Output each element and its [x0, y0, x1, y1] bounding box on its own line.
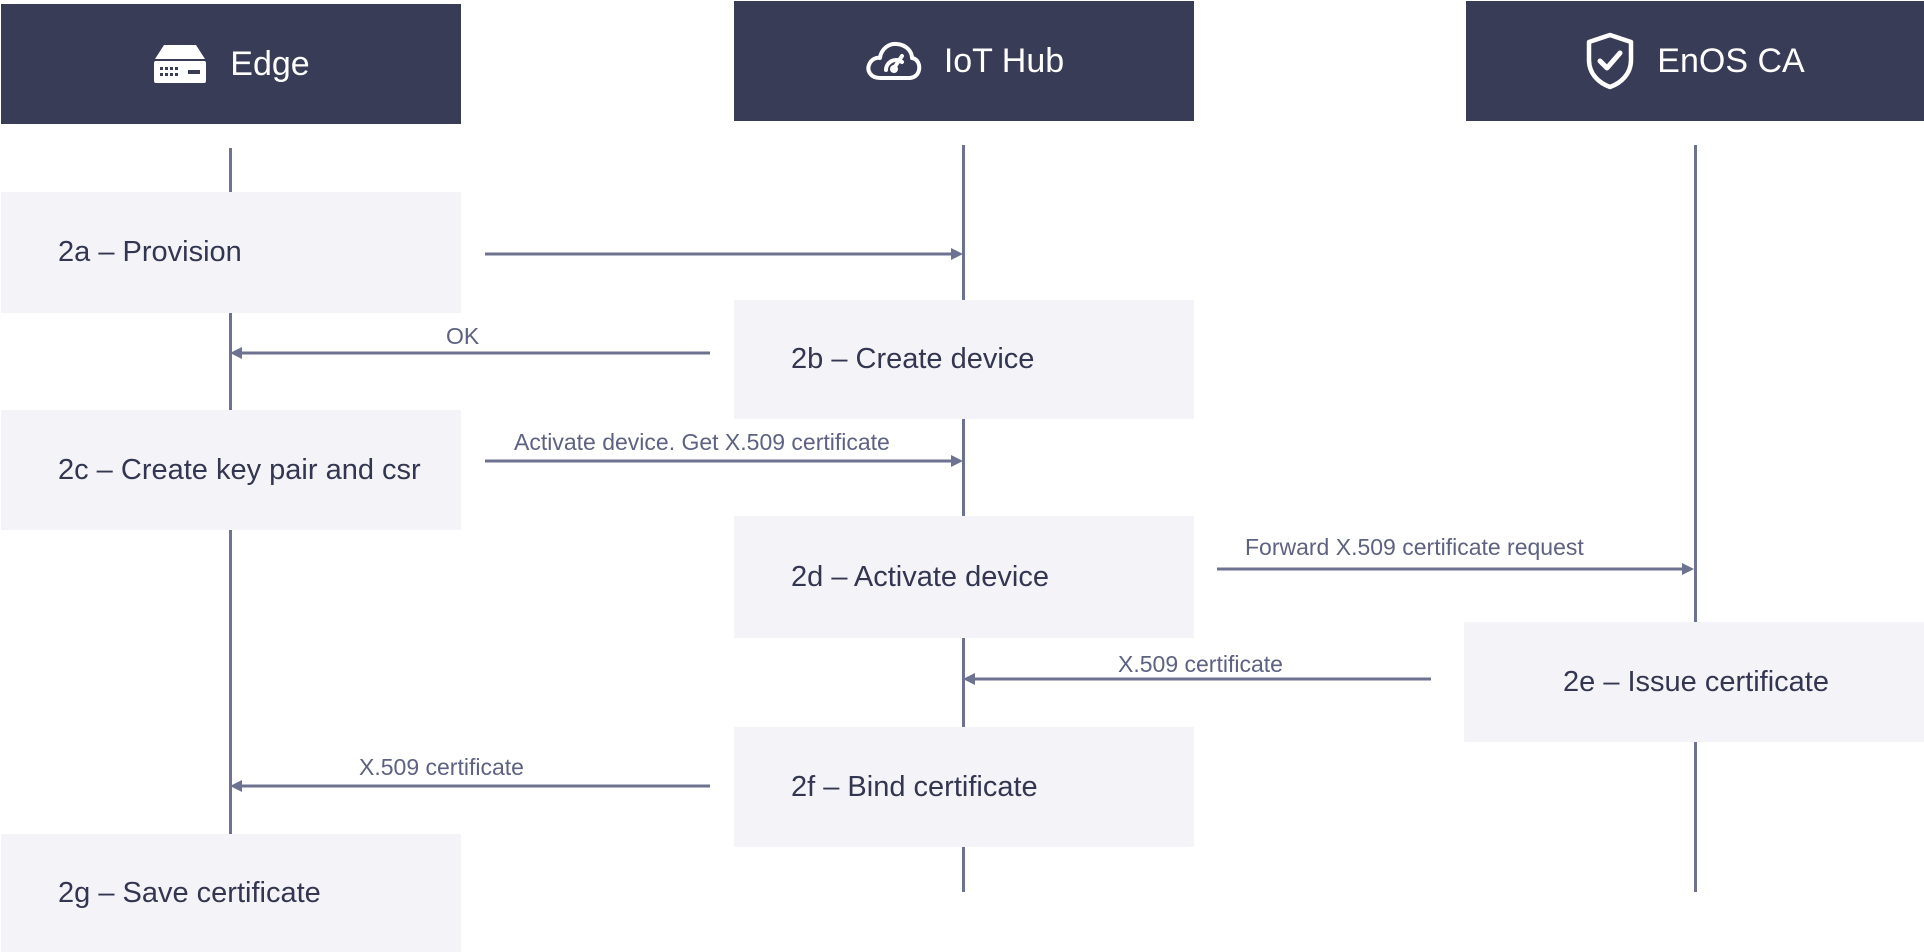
message-label-forward: Forward X.509 certificate request: [1245, 534, 1584, 560]
participant-label-edge: Edge: [230, 44, 310, 83]
message-label-activate: Activate device. Get X.509 certificate: [514, 429, 890, 455]
step-label: 2c – Create key pair and csr: [58, 453, 421, 486]
step-label: 2g – Save certificate: [58, 876, 321, 909]
participant-enos-ca: EnOS CA: [1466, 1, 1924, 121]
message-label-cert-hub-edge: X.509 certificate: [359, 754, 524, 780]
cloud-gauge-icon: [864, 38, 922, 84]
participant-label-enos-ca: EnOS CA: [1657, 41, 1805, 80]
step-2c-create-key-pair: 2c – Create key pair and csr: [1, 410, 461, 530]
message-label-ok: OK: [446, 323, 480, 349]
step-label: 2f – Bind certificate: [791, 770, 1038, 803]
arrowhead: [1682, 563, 1694, 575]
participant-edge: Edge: [1, 4, 461, 124]
step-2d-activate-device: 2d – Activate device: [734, 516, 1194, 638]
step-label: 2b – Create device: [791, 343, 1035, 375]
server-icon: [152, 43, 208, 85]
step-2b-create-device: 2b – Create device: [734, 300, 1194, 419]
message-label-cert-ca-hub: X.509 certificate: [1118, 651, 1283, 677]
arrowhead: [951, 248, 963, 260]
step-label: 2d – Activate device: [791, 560, 1049, 593]
arrowhead: [230, 780, 242, 792]
step-2f-bind-certificate: 2f – Bind certificate: [734, 727, 1194, 847]
step-2g-save-certificate: 2g – Save certificate: [1, 834, 461, 952]
arrowhead: [230, 347, 242, 359]
arrowhead: [951, 455, 963, 467]
step-2e-issue-certificate: 2e – Issue certificate: [1464, 622, 1924, 742]
participant-label-iot-hub: IoT Hub: [943, 41, 1065, 80]
step-2a-provision: 2a – Provision: [1, 192, 461, 313]
lifeline-enos-ca: [1694, 145, 1697, 892]
step-label: 2a – Provision: [58, 236, 242, 268]
arrowhead: [963, 673, 975, 685]
step-label: 2e – Issue certificate: [1563, 665, 1829, 698]
participant-iot-hub: IoT Hub: [734, 1, 1194, 121]
shield-check-icon: [1585, 32, 1635, 90]
